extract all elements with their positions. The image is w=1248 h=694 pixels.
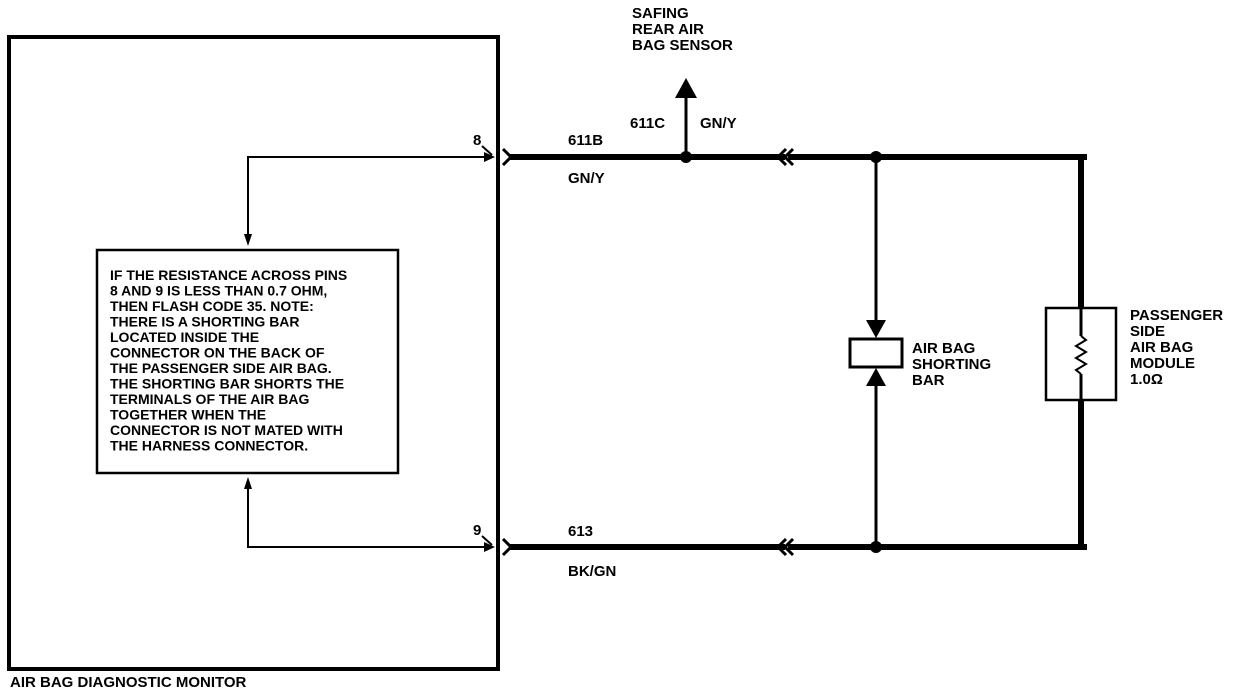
top-inline-connector xyxy=(775,147,788,167)
wire-611b-label: 611B xyxy=(568,132,603,149)
splice-shorting-bottom xyxy=(870,541,882,553)
safing-sensor-label: SAFING REAR AIR BAG SENSOR xyxy=(632,5,733,54)
pin9-leader xyxy=(244,477,495,552)
wire-613-label: 613 xyxy=(568,523,593,540)
pin8-label: 8 xyxy=(473,132,481,149)
bottom-inline-connector xyxy=(775,537,788,557)
pin8-leader xyxy=(244,152,495,246)
note-text: IF THE RESISTANCE ACROSS PINS 8 AND 9 IS… xyxy=(110,267,351,454)
wire-611c-label: 611C xyxy=(630,115,665,132)
wire-611c-color: GN/Y xyxy=(700,115,737,132)
module-label: PASSENGER SIDE AIR BAG MODULE 1.0Ω xyxy=(1130,307,1227,388)
resistor-symbol xyxy=(1074,335,1088,375)
pin9-label: 9 xyxy=(473,522,481,539)
diagnostic-monitor-box xyxy=(7,35,500,671)
monitor-title: AIR BAG DIAGNOSTIC MONITOR xyxy=(10,674,247,691)
shorting-bar-box xyxy=(848,337,904,369)
wire-611b-color: GN/Y xyxy=(568,170,605,187)
splice-611c xyxy=(680,151,692,163)
wire-613-color: BK/GN xyxy=(568,563,616,580)
shorting-bar-label: AIR BAG SHORTING BAR xyxy=(912,340,995,389)
note-box xyxy=(95,248,400,475)
safing-sensor-arrow xyxy=(675,78,697,98)
